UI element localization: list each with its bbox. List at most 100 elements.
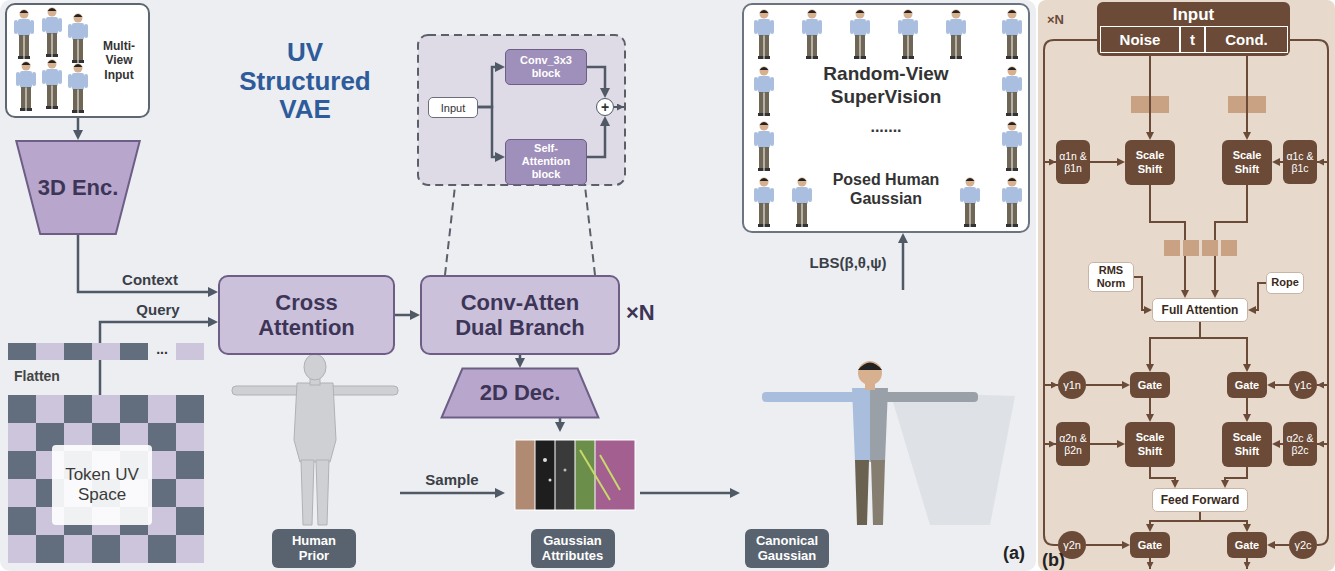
node-text: α1n & β1n — [1058, 150, 1088, 174]
canonical-figure — [762, 361, 1015, 525]
trapezoid-block: 3D Enc. — [15, 140, 141, 235]
figure-label: Human Prior — [228, 345, 400, 568]
canonical-figure — [858, 361, 882, 385]
edge-label-holder: Context — [119, 271, 181, 288]
connector-arrow — [1271, 544, 1289, 546]
figure-label: Canonical Gaussian — [740, 290, 1020, 568]
attribute-maps — [543, 458, 547, 462]
scale-shift-box: Scale Shift — [1125, 140, 1175, 185]
canonical-figure — [858, 363, 882, 371]
edge-label-holder: Query — [133, 301, 182, 318]
canonical-figure — [871, 460, 885, 525]
token-squares — [1202, 240, 1218, 256]
gate-param-circle: γ2c — [1289, 531, 1317, 559]
render-figures — [792, 178, 812, 228]
connector-arrow — [1276, 161, 1283, 163]
module-box: Conv-Atten Dual Branch — [420, 275, 620, 355]
node-text: Gaussian Attributes — [531, 529, 615, 568]
node-text: 3D Enc. — [38, 175, 119, 201]
label-holder: ×N — [1047, 12, 1064, 27]
node-text: Scale Shift — [1222, 431, 1272, 457]
operation-box: Full Attention — [1152, 298, 1248, 322]
uv-grid — [8, 395, 204, 563]
node-text: Token UV Space — [52, 465, 152, 506]
edge-label: Query — [133, 301, 182, 318]
gate-box: Gate — [1130, 532, 1170, 558]
branch-block: Conv_3x3 block — [505, 49, 587, 85]
connector-arrow — [78, 235, 214, 292]
label-holder: (b) — [1042, 550, 1065, 571]
connector-arrow — [77, 118, 80, 136]
operation-box: RMS Norm — [1088, 262, 1134, 292]
render-figures — [754, 178, 774, 228]
node-text: Input — [441, 102, 465, 114]
trapezoid-outline — [442, 369, 599, 418]
render-figures — [1002, 67, 1022, 117]
node-text: Conv_3x3 block — [510, 54, 582, 80]
view-figures — [42, 60, 62, 110]
text-label: ×N — [1047, 12, 1064, 27]
render-figures — [898, 10, 918, 60]
node-text: γ2n — [1063, 539, 1081, 551]
render-figures — [754, 67, 774, 117]
residual-frame — [1044, 161, 1056, 163]
input-cell: Noise — [1100, 26, 1180, 53]
text-label: UV Structured VAE — [235, 38, 375, 124]
node-text: Gate — [1235, 379, 1259, 391]
connector-arrow — [1150, 185, 1185, 294]
operation-box: Rope — [1266, 272, 1304, 294]
residual-frame — [1044, 40, 1328, 569]
connector-arrow — [902, 237, 905, 290]
gate-param-circle: γ1c — [1289, 371, 1317, 399]
residual-frame — [1246, 558, 1248, 569]
attribute-maps — [580, 450, 620, 500]
connector-arrow — [1149, 53, 1151, 136]
trapezoid-block: 2D Dec. — [440, 368, 600, 418]
connector-arrow — [1086, 544, 1126, 546]
render-figures — [1002, 10, 1022, 60]
module-box: Cross Attention — [218, 275, 395, 355]
node-text: Input — [1173, 5, 1215, 25]
token-squares — [1131, 96, 1149, 113]
node-text: Scale Shift — [1125, 431, 1175, 457]
connector-arrow — [1090, 443, 1121, 445]
connector-arrow — [1271, 384, 1289, 386]
mannequin — [294, 383, 336, 462]
view-figures — [68, 64, 88, 114]
render-figures — [850, 10, 870, 60]
node-text: Gate — [1138, 539, 1162, 551]
token-squares — [1228, 96, 1246, 113]
connector-arrow — [395, 314, 416, 317]
connector-arrow — [478, 107, 501, 157]
text-label: (b) — [1042, 550, 1065, 571]
input-views-box: Multi- View Input — [5, 3, 150, 118]
panel-b-ground — [1038, 0, 1335, 571]
connector-arrow — [1246, 53, 1248, 136]
residual-frame — [1149, 558, 1151, 569]
connector-arrow — [1246, 398, 1248, 418]
connector-arrow — [1086, 384, 1126, 386]
panel-a-ground — [0, 0, 1036, 571]
zoom-panel — [418, 35, 625, 185]
node-text: Gate — [1235, 539, 1259, 551]
node-text: ....... — [870, 117, 901, 136]
box-ground — [5, 3, 150, 118]
render-figures — [946, 10, 966, 60]
residual-frame — [1044, 384, 1058, 386]
gate-box: Gate — [1130, 372, 1170, 398]
render-figures — [754, 10, 774, 60]
render-figures — [960, 178, 980, 228]
connector-arrow — [587, 120, 605, 157]
zoom-line — [445, 186, 455, 275]
edge-label: Context — [119, 271, 181, 288]
node-text: γ2c — [1294, 539, 1311, 551]
sum-circle: + — [596, 98, 614, 116]
input-header: InputNoisetCond. — [1097, 2, 1290, 56]
box-ground — [742, 3, 1030, 233]
residual-frame — [1044, 443, 1056, 445]
token-strip — [176, 343, 204, 360]
node-text: Cond. — [1225, 31, 1268, 48]
